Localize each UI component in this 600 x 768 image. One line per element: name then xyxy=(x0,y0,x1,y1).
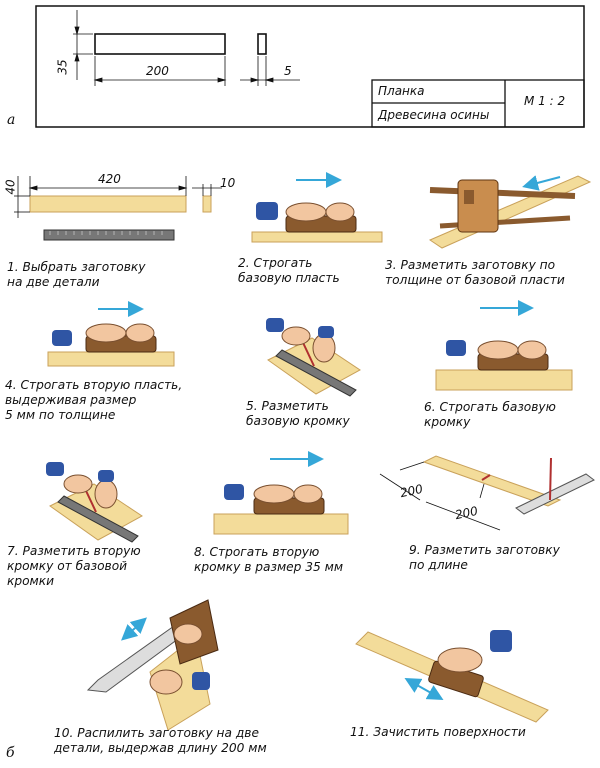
section-label-b: б xyxy=(6,745,15,761)
dim-length-label: 200 xyxy=(146,64,169,78)
step3-illustration xyxy=(428,175,592,249)
step1-board-end xyxy=(202,195,212,213)
step4-illustration xyxy=(47,301,175,367)
step6-caption: 6. Строгать базовую кромку xyxy=(424,400,556,429)
step3-gauge-block xyxy=(457,179,499,233)
step6-illustration xyxy=(435,300,573,391)
step10-illustration xyxy=(86,599,219,731)
section-label-a: а xyxy=(7,112,16,128)
step10-caption: 10. Распилить заготовку на две детали, в… xyxy=(54,726,267,755)
step8-caption: 8. Строгать вторую кромку в размер 35 мм xyxy=(194,545,344,574)
step1-dim-10: 10 xyxy=(220,176,236,190)
step7-illustration xyxy=(46,462,143,543)
plank-side-view xyxy=(257,33,267,55)
step2-illustration xyxy=(251,172,383,243)
title-block-scale: М 1 : 2 xyxy=(524,94,566,108)
title-block-name: Планка xyxy=(378,84,425,98)
step1-dim-420: 420 xyxy=(98,172,121,186)
plank-front-view xyxy=(94,33,226,55)
step9-caption: 9. Разметить заготовку по длине xyxy=(409,543,560,572)
step1-board xyxy=(29,195,187,213)
step1-dim-40: 40 xyxy=(3,179,18,195)
title-block-material: Древесина осины xyxy=(378,108,490,122)
step4-caption: 4. Строгать вторую пласть, выдерживая ра… xyxy=(5,378,183,422)
step1-ruler xyxy=(43,229,175,241)
technical-drawing xyxy=(35,5,585,128)
drawing-frame xyxy=(35,5,585,128)
step11-caption: 11. Зачистить поверхности xyxy=(350,725,526,739)
step8-illustration xyxy=(213,451,349,535)
step5-illustration xyxy=(266,318,361,397)
dim-height-label: 35 xyxy=(55,59,70,75)
step3-caption: 3. Разметить заготовку по толщине от баз… xyxy=(385,258,565,287)
step1-illustration xyxy=(14,176,222,241)
step1-caption: 1. Выбрать заготовку на две детали xyxy=(7,260,146,289)
illustrations xyxy=(14,172,595,731)
step2-caption: 2. Строгать базовую пласть xyxy=(238,256,340,285)
step7-caption: 7. Разметить вторую кромку от базовой кр… xyxy=(7,544,141,588)
step5-caption: 5. Разметить базовую кромку xyxy=(246,399,350,428)
dim-thickness-label: 5 xyxy=(284,64,292,78)
step9-illustration xyxy=(379,455,595,531)
step11-illustration xyxy=(355,630,549,723)
